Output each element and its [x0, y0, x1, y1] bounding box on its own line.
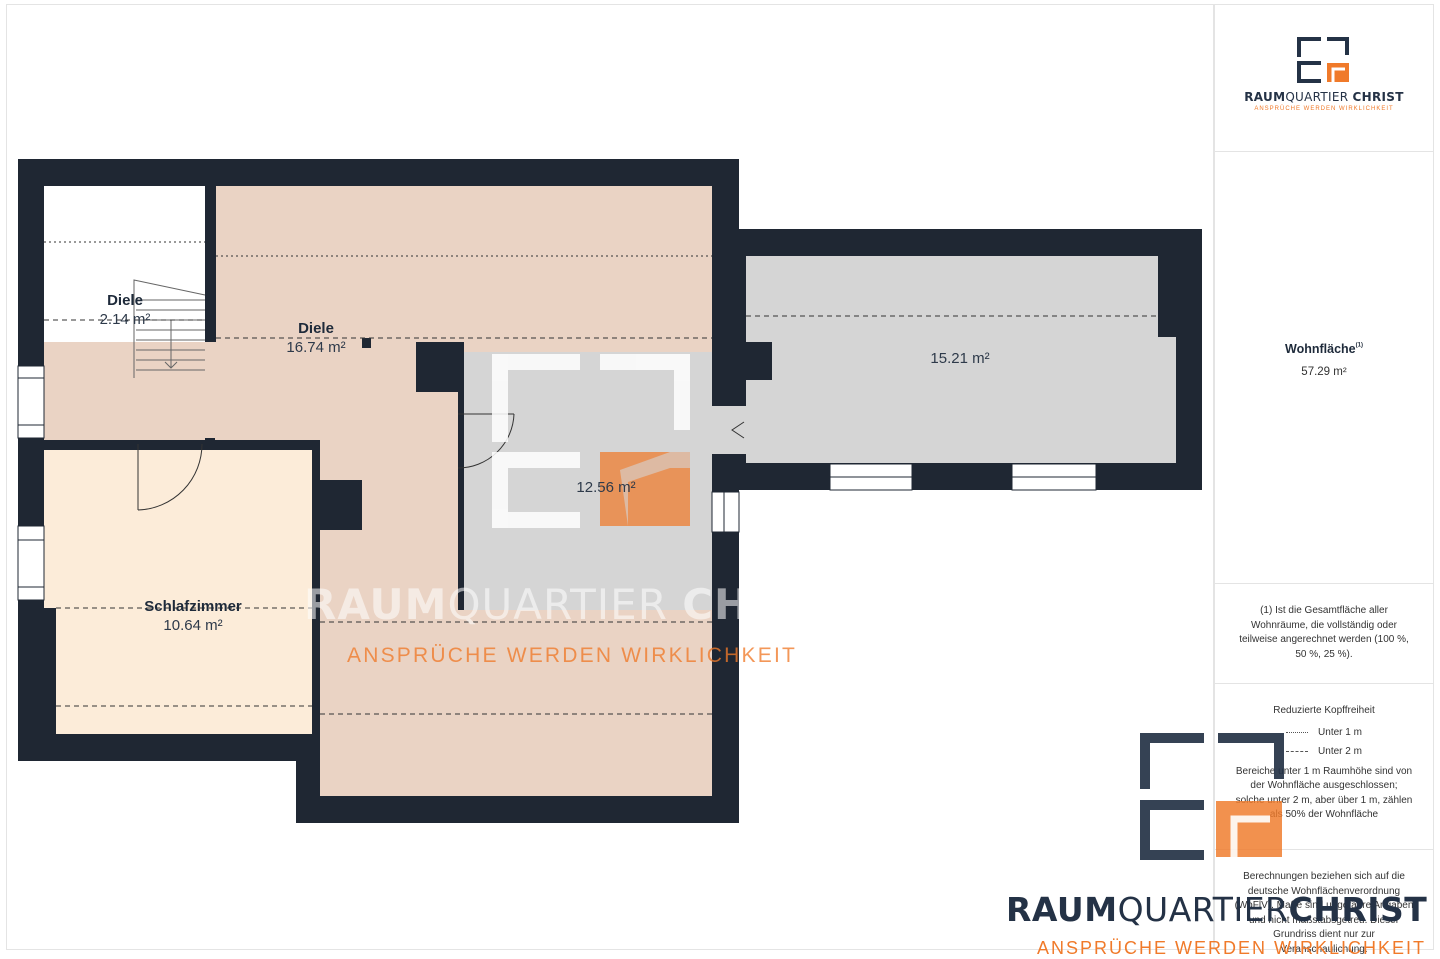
watermark-logo-center	[492, 354, 690, 528]
room-label-middle: 12.56 m²	[576, 479, 636, 496]
room-bedroom	[44, 450, 312, 608]
watermark-tagline-center: ANSPRÜCHE WERDEN WIRKLICHKEIT	[347, 644, 798, 667]
room-label-right: 15.21 m²	[930, 350, 990, 367]
clearance-lines	[44, 315, 1158, 715]
info-sidebar: RAUMQUARTIER CHRIST ANSPRÜCHE WERDEN WIR…	[1214, 4, 1434, 955]
room-label-diele-small: Diele 2.14 m²	[99, 292, 151, 328]
room-storage-right	[746, 256, 1176, 463]
brand-name: RAUMQUARTIER CHRIST	[1244, 90, 1404, 104]
brand-tagline: ANSPRÜCHE WERDEN WIRKLICHKEIT	[1254, 106, 1394, 112]
dashed-line-icon	[1286, 750, 1309, 752]
legend-note: Bereiche unter 1 m Raumhöhe sind von der…	[1235, 765, 1413, 821]
stairs	[133, 279, 206, 378]
watermark-brand-name-center: RAUMQUARTIER CHRIST	[304, 580, 862, 629]
watermark-logo-large	[1140, 733, 1284, 860]
living-area-footnote-mark: (1)	[1355, 342, 1363, 349]
legend-title: Reduzierte Kopffreiheit	[1273, 705, 1375, 716]
living-area-footnote: (1) Ist die Gesamtfläche aller Wohnräume…	[1215, 584, 1433, 684]
living-area-title: Wohnfläche	[1285, 342, 1356, 356]
sidebar-brand: RAUMQUARTIER CHRIST ANSPRÜCHE WERDEN WIR…	[1215, 5, 1433, 152]
legend-item-under-1m: Unter 1 m	[1215, 727, 1433, 738]
floor-plan	[17, 159, 1202, 823]
legend-item-under-2m: Unter 2 m	[1215, 746, 1433, 757]
floor-plan-frame	[6, 4, 1214, 950]
sidebar-living-area: Wohnfläche(1) 57.29 m²	[1215, 152, 1433, 584]
disclaimer: Berechnungen beziehen sich auf die deuts…	[1234, 871, 1414, 955]
sidebar-legend: Reduzierte Kopffreiheit Unter 1 m Unter …	[1215, 684, 1433, 850]
living-area-value: 57.29 m²	[1301, 366, 1347, 378]
room-label-diele-large: Diele 16.74 m²	[286, 320, 346, 356]
room-label-schlafzimmer: Schlafzimmer 10.64 m²	[144, 598, 242, 634]
watermark-brand-name-large: RAUMQUARTIERCHRIST	[1006, 890, 1428, 929]
dotted-line-icon	[1286, 731, 1309, 733]
watermark-tagline-large: ANSPRÜCHE WERDEN WIRKLICHKEIT	[1037, 938, 1427, 958]
room-bedroom-lower	[56, 608, 312, 734]
doorway-middle	[712, 406, 746, 454]
brand-logo-icon	[1297, 37, 1349, 83]
